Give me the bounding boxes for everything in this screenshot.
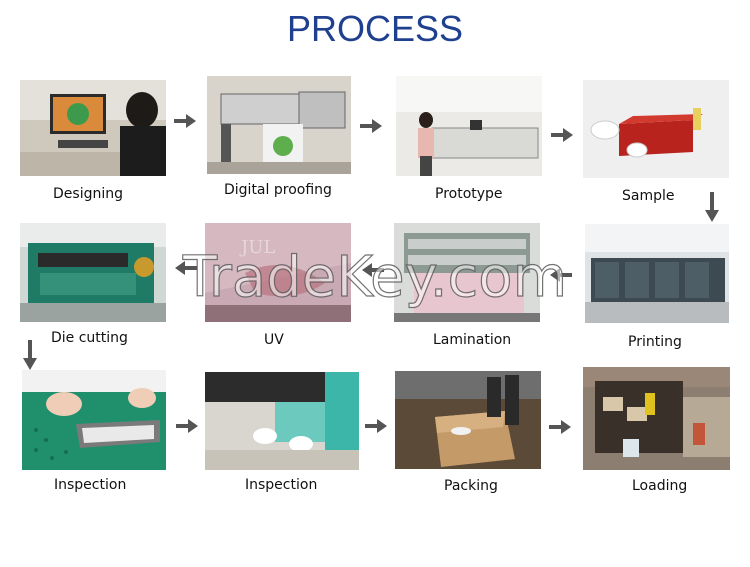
arrow-right-icon	[360, 118, 382, 137]
loading-photo	[583, 367, 730, 470]
arrow-left-icon	[362, 262, 384, 281]
arrow-left-icon	[175, 260, 197, 279]
page-title: PROCESS	[286, 8, 464, 49]
step-label-prototype: Prototype	[435, 186, 503, 202]
packing-photo	[395, 371, 541, 469]
inspection-photo-1	[22, 370, 166, 470]
arrow-down-icon	[705, 192, 719, 226]
arrow-left-icon	[550, 267, 572, 286]
designing-photo	[20, 80, 166, 176]
step-label-designing: Designing	[53, 186, 123, 202]
svg-text:JUL: JUL	[239, 237, 275, 258]
step-label-lamination: Lamination	[433, 332, 512, 348]
step-label-sample: Sample	[622, 188, 675, 204]
step-label-inspection-1: Inspection	[54, 477, 127, 493]
step-label-digital-proofing: Digital proofing	[224, 182, 332, 198]
arrow-right-icon	[174, 113, 196, 132]
arrow-right-icon	[365, 418, 387, 437]
sample-photo	[583, 80, 729, 178]
step-label-packing: Packing	[444, 478, 498, 494]
inspection-photo-2	[205, 372, 359, 470]
digital-proofing-photo	[207, 76, 351, 174]
step-label-loading: Loading	[632, 478, 688, 494]
arrow-right-icon	[176, 418, 198, 437]
arrow-down-icon	[23, 340, 37, 374]
die-cutting-photo	[20, 223, 166, 322]
arrow-right-icon	[551, 127, 573, 146]
lamination-photo	[394, 223, 540, 322]
printing-photo	[585, 224, 729, 323]
prototype-photo	[396, 76, 542, 176]
arrow-right-icon	[549, 419, 571, 438]
step-label-uv: UV	[264, 332, 284, 348]
uv-photo: JUL	[205, 223, 351, 322]
step-label-die-cutting: Die cutting	[51, 330, 128, 346]
step-label-printing: Printing	[628, 334, 682, 350]
step-label-inspection-2: Inspection	[245, 477, 318, 493]
